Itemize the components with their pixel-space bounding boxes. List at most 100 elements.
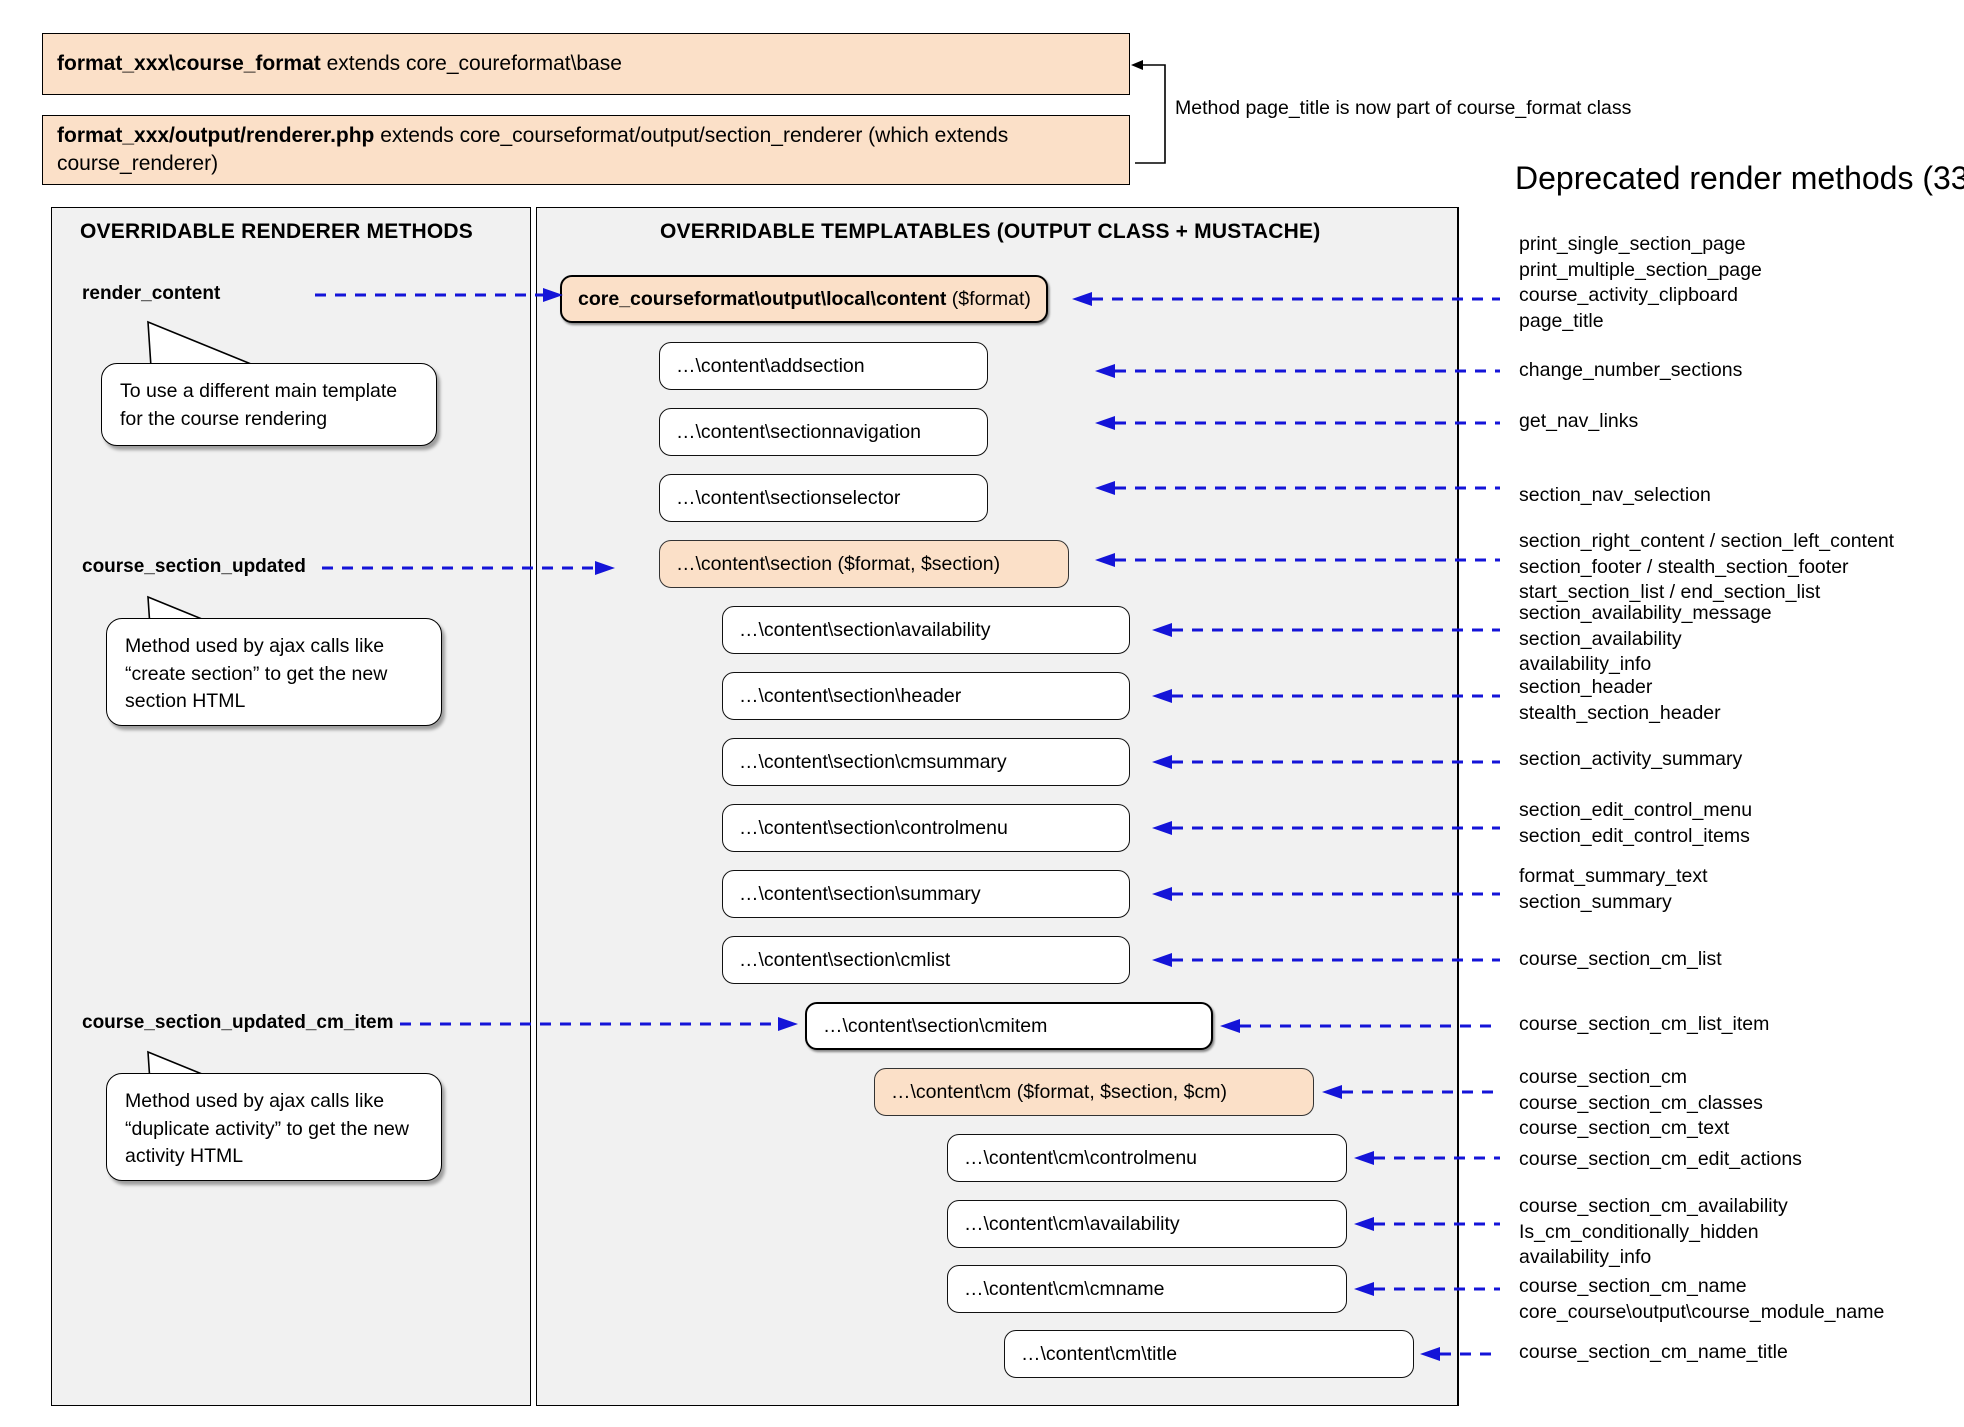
deprecated-line: section_availability: [1519, 627, 1682, 650]
templatable-box-section-summary-text: …\content\section\summary: [739, 882, 981, 905]
deprecated-group-3: section_nav_selection: [1519, 483, 1711, 509]
deprecated-line: change_number_sections: [1519, 359, 1743, 381]
deprecated-line: course_section_cm_list: [1519, 948, 1722, 970]
deprecated-line: page_title: [1519, 310, 1604, 333]
templatable-box-sectionselector[interactable]: …\content\sectionselector: [659, 474, 988, 522]
arrow-deprecated-to-section-summary: [1152, 887, 1500, 901]
callout-course-section-updated-cm-item: Method used by ajax calls like “duplicat…: [106, 1073, 442, 1181]
templatable-box-cm-controlmenu[interactable]: …\content\cm\controlmenu: [947, 1134, 1347, 1182]
deprecated-group-9: format_summary_text section_summary: [1519, 864, 1708, 915]
templatable-box-cm-text: …\content\cm ($format, $section, $cm): [891, 1080, 1227, 1103]
arrow-deprecated-to-cm-controlmenu: [1354, 1151, 1500, 1165]
deprecated-line: course_section_cm_edit_actions: [1519, 1148, 1802, 1170]
templatable-box-section[interactable]: …\content\section ($format, $section): [659, 540, 1069, 588]
deprecated-line: format_summary_text: [1519, 865, 1708, 887]
deprecated-line: course_activity_clipboard: [1519, 284, 1738, 307]
deprecated-group-7: section_activity_summary: [1519, 747, 1742, 773]
header-box-course-format-rest: extends core_coureformat\base: [320, 52, 622, 76]
header-box-course-format-text: format_xxx\course_format extends core_co…: [57, 50, 622, 78]
header-box-renderer-bold: format_xxx/output/renderer.php: [57, 124, 375, 148]
templatable-box-cm-controlmenu-text: …\content\cm\controlmenu: [964, 1146, 1198, 1169]
deprecated-line: course_section_cm_name: [1519, 1275, 1747, 1297]
arrow-deprecated-to-section-cmsummary: [1152, 755, 1500, 769]
templatable-box-cm-title[interactable]: …\content\cm\title: [1004, 1330, 1414, 1378]
deprecated-title: Deprecated render methods (33): [1515, 160, 1964, 196]
deprecated-line: start_section_list / end_section_list: [1519, 581, 1821, 604]
templatable-box-section-availability-text: …\content\section\availability: [739, 618, 991, 641]
deprecated-group-14: course_section_cm_availability Is_cm_con…: [1519, 1194, 1788, 1271]
templatable-box-section-cmsummary[interactable]: …\content\section\cmsummary: [722, 738, 1130, 786]
templatable-box-cm-availability[interactable]: …\content\cm\availability: [947, 1200, 1347, 1248]
deprecated-line: course_section_cm_classes: [1519, 1091, 1763, 1114]
arrow-deprecated-to-cm-cmname: [1354, 1282, 1500, 1296]
templatable-box-content-text: core_courseformat\output\local\content (…: [578, 288, 1031, 311]
deprecated-line: Is_cm_conditionally_hidden: [1519, 1220, 1759, 1243]
arrow-deprecated-to-section-availability: [1152, 623, 1500, 637]
deprecated-line: print_single_section_page: [1519, 233, 1746, 255]
templatable-box-sectionnavigation[interactable]: …\content\sectionnavigation: [659, 408, 988, 456]
templatable-box-section-controlmenu[interactable]: …\content\section\controlmenu: [722, 804, 1130, 852]
templatable-box-section-cmitem[interactable]: …\content\section\cmitem: [805, 1002, 1213, 1050]
deprecated-line: print_multiple_section_page: [1519, 258, 1762, 281]
deprecated-group-16: course_section_cm_name_title: [1519, 1340, 1788, 1366]
deprecated-line: core_course\output\course_module_name: [1519, 1300, 1885, 1323]
header-box-course-format: format_xxx\course_format extends core_co…: [42, 33, 1130, 95]
templatable-box-cm-cmname[interactable]: …\content\cm\cmname: [947, 1265, 1347, 1313]
templatable-box-section-cmlist-text: …\content\section\cmlist: [739, 948, 951, 971]
arrow-deprecated-to-sectionselector: [1095, 481, 1500, 495]
method-label-render-content: render_content: [82, 283, 221, 304]
arrow-deprecated-to-section-cmitem: [1220, 1019, 1500, 1033]
center-panel-title: OVERRIDABLE TEMPLATABLES (OUTPUT CLASS +…: [660, 220, 1321, 243]
deprecated-group-8: section_edit_control_menu section_edit_c…: [1519, 798, 1752, 849]
templatable-box-addsection[interactable]: …\content\addsection: [659, 342, 988, 390]
templatable-box-section-controlmenu-text: …\content\section\controlmenu: [739, 816, 1008, 839]
arrow-deprecated-to-cm-title: [1420, 1347, 1500, 1361]
arrow-deprecated-to-cm: [1322, 1085, 1500, 1099]
templatable-box-section-availability[interactable]: …\content\section\availability: [722, 606, 1130, 654]
templatable-box-addsection-text: …\content\addsection: [676, 354, 865, 377]
arrow-course-section-updated-to-section: [322, 561, 615, 575]
deprecated-line: course_section_cm_list_item: [1519, 1013, 1770, 1035]
templatable-box-section-cmlist[interactable]: …\content\section\cmlist: [722, 936, 1130, 984]
deprecated-group-5: section_availability_message section_ava…: [1519, 601, 1772, 678]
deprecated-line: section_edit_control_menu: [1519, 799, 1753, 821]
templatable-box-section-summary[interactable]: …\content\section\summary: [722, 870, 1130, 918]
deprecated-line: section_right_content / section_left_con…: [1519, 530, 1895, 552]
header-elbow-connector: [1131, 60, 1166, 164]
templatable-box-section-header-text: …\content\section\header: [739, 684, 962, 707]
deprecated-group-4: section_right_content / section_left_con…: [1519, 529, 1894, 606]
deprecated-line: section_footer / stealth_section_footer: [1519, 555, 1849, 578]
method-label-course-section-updated-cm-item: course_section_updated_cm_item: [82, 1012, 394, 1033]
deprecated-line: section_header: [1519, 676, 1653, 698]
deprecated-group-2: get_nav_links: [1519, 409, 1638, 435]
callout-render-content: To use a different main template for the…: [101, 363, 437, 446]
deprecated-line: availability_info: [1519, 653, 1652, 676]
deprecated-group-12: course_section_cm course_section_cm_clas…: [1519, 1065, 1763, 1142]
templatable-box-content[interactable]: core_courseformat\output\local\content (…: [560, 275, 1048, 323]
deprecated-line: course_section_cm_name_title: [1519, 1341, 1788, 1363]
arrow-deprecated-to-sectionnavigation: [1095, 416, 1500, 430]
deprecated-line: section_activity_summary: [1519, 748, 1743, 770]
header-box-renderer-text: format_xxx/output/renderer.php extends c…: [57, 122, 1115, 177]
arrow-deprecated-to-section: [1095, 553, 1500, 567]
templatable-box-section-header[interactable]: …\content\section\header: [722, 672, 1130, 720]
templatable-box-section-cmitem-text: …\content\section\cmitem: [823, 1014, 1048, 1037]
header-box-renderer: format_xxx/output/renderer.php extends c…: [42, 115, 1130, 185]
arrow-deprecated-to-section-header: [1152, 689, 1500, 703]
templatable-box-section-text: …\content\section ($format, $section): [676, 552, 1001, 575]
deprecated-line: availability_info: [1519, 1246, 1652, 1269]
arrow-cm-item-to-cmitem: [400, 1017, 798, 1031]
left-panel-title: OVERRIDABLE RENDERER METHODS: [80, 220, 473, 243]
templatable-box-cm[interactable]: …\content\cm ($format, $section, $cm): [874, 1068, 1314, 1116]
templatable-box-content-rest: ($format): [946, 287, 1031, 310]
deprecated-group-6: section_header stealth_section_header: [1519, 675, 1721, 726]
templatable-box-sectionselector-text: …\content\sectionselector: [676, 486, 901, 509]
arrow-deprecated-to-section-controlmenu: [1152, 821, 1500, 835]
deprecated-line: course_section_cm_text: [1519, 1117, 1730, 1140]
arrow-deprecated-to-section-cmlist: [1152, 953, 1500, 967]
templatable-box-content-bold: core_courseformat\output\local\content: [578, 287, 947, 310]
header-note: Method page_title is now part of course_…: [1175, 97, 1632, 119]
arrow-deprecated-to-content: [1072, 292, 1500, 306]
arrow-deprecated-to-cm-availability: [1354, 1217, 1500, 1231]
deprecated-line: section_edit_control_items: [1519, 824, 1750, 847]
